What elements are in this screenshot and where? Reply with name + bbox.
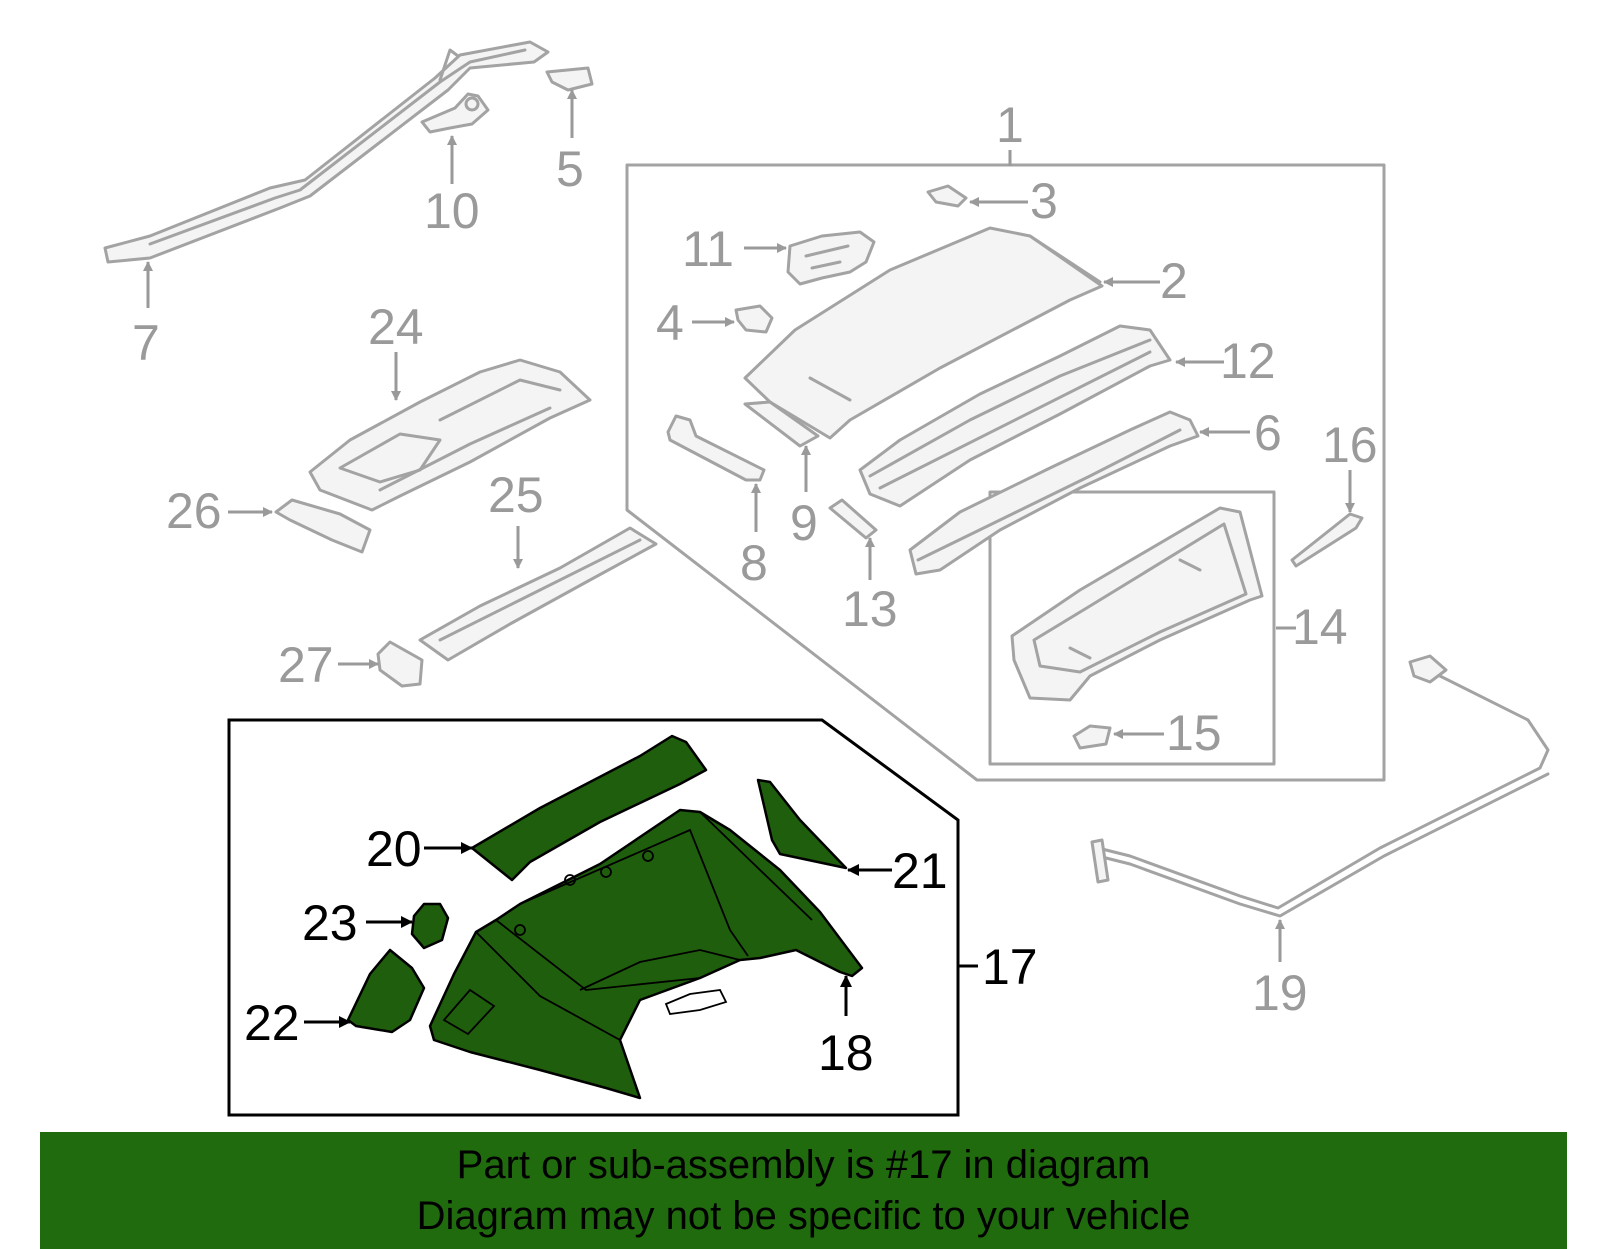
part-19-seal[interactable]	[1090, 654, 1550, 918]
callout-23: 23	[302, 895, 358, 951]
part-3-pad[interactable]	[926, 184, 968, 208]
callout-13: 13	[842, 581, 898, 637]
part-6-bow[interactable]	[908, 410, 1200, 576]
callout-26: 26	[166, 483, 222, 539]
part-21-side-trim[interactable]	[756, 778, 848, 870]
part-22-corner-trim[interactable]	[346, 948, 426, 1034]
callout-18: 18	[818, 1025, 874, 1081]
part-13-strip[interactable]	[828, 498, 878, 540]
group-1-boundary	[625, 163, 1386, 782]
part-4-block[interactable]	[734, 304, 774, 334]
part-15-clip[interactable]	[1072, 724, 1112, 750]
part-14-rear-window[interactable]	[1010, 506, 1264, 702]
part-18-cover-assembly[interactable]	[428, 808, 864, 1100]
part-26-bracket[interactable]	[274, 498, 372, 554]
group-14-boundary	[988, 490, 1276, 766]
part-11-latch[interactable]	[786, 230, 876, 286]
part-27-bracket[interactable]	[376, 640, 424, 688]
part-7-windshield-rail[interactable]	[103, 40, 550, 264]
callout-15: 15	[1166, 705, 1222, 761]
part-23-clip[interactable]	[410, 902, 450, 950]
callout-12: 12	[1220, 333, 1276, 389]
part-24-tray[interactable]	[308, 358, 592, 512]
callout-5: 5	[556, 141, 584, 197]
callout-19: 19	[1252, 965, 1308, 1021]
callout-6: 6	[1254, 405, 1282, 461]
part-5-clip[interactable]	[545, 66, 594, 92]
banner-line-2: Diagram may not be specific to your vehi…	[416, 1194, 1191, 1238]
banner-line-1: Part or sub-assembly is #17 in diagram	[456, 1143, 1151, 1187]
part-25-panel[interactable]	[418, 526, 658, 662]
callout-11: 11	[682, 221, 734, 277]
callout-14: 14	[1292, 599, 1348, 655]
callout-17: 17	[982, 939, 1038, 995]
callout-10: 10	[424, 183, 480, 239]
callout-3: 3	[1030, 173, 1058, 229]
callout-9: 9	[790, 495, 818, 551]
callout-24: 24	[368, 299, 424, 355]
callout-27: 27	[278, 637, 334, 693]
part-12-bow[interactable]	[858, 324, 1172, 508]
callout-1: 1	[996, 97, 1024, 153]
part-10-bracket[interactable]	[420, 92, 490, 134]
callout-2: 2	[1160, 253, 1188, 309]
callout-25: 25	[488, 467, 544, 523]
callout-22: 22	[244, 995, 300, 1051]
info-banner: Part or sub-assembly is #17 in diagram D…	[40, 1132, 1567, 1249]
callout-21: 21	[892, 843, 948, 899]
part-8-bracket[interactable]	[666, 414, 766, 482]
part-16-trim[interactable]	[1290, 512, 1364, 568]
callout-20: 20	[366, 821, 422, 877]
callout-8: 8	[740, 535, 768, 591]
callout-7: 7	[132, 315, 160, 371]
part-20-trim-strip[interactable]	[470, 734, 708, 882]
callout-4: 4	[656, 295, 684, 351]
part-2-roof-panel[interactable]	[743, 226, 1104, 440]
callout-16: 16	[1322, 417, 1378, 473]
part-9-seal[interactable]	[743, 400, 820, 448]
